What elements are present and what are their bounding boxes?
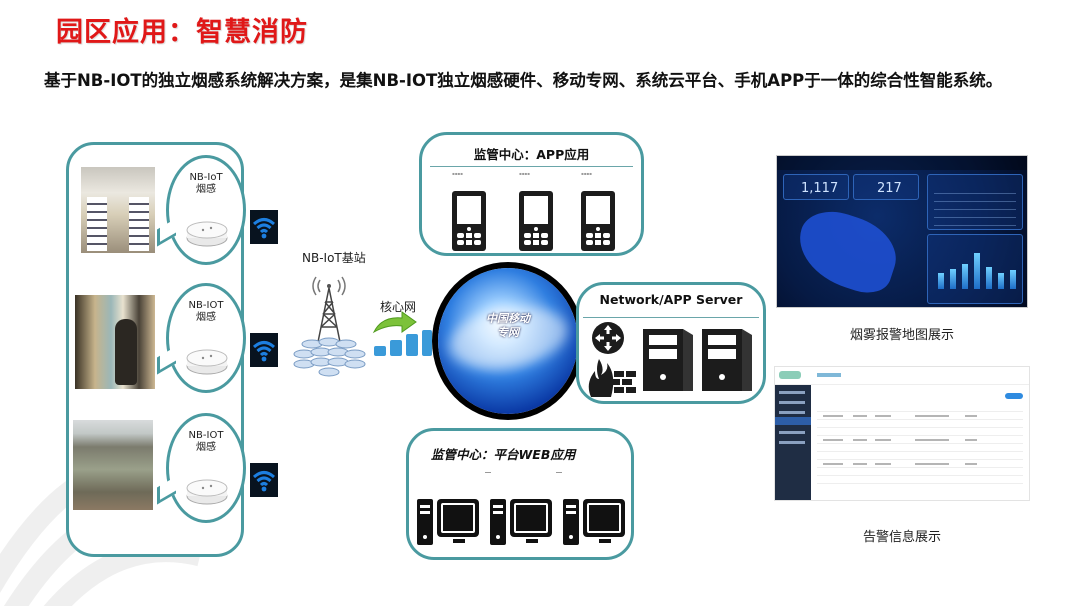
map-caption: 烟雾报警地图展示 bbox=[849, 328, 954, 343]
web-panel-title: 监管中心：平台WEB应用 bbox=[431, 447, 576, 462]
chart-bar bbox=[986, 267, 992, 289]
smoke-detector-icon bbox=[186, 221, 228, 247]
router-icon bbox=[592, 322, 624, 354]
server-panel: Network/APP Server bbox=[576, 282, 766, 404]
phone-caption: ▪▪▪▪ bbox=[519, 171, 530, 176]
firewall-icon bbox=[588, 359, 636, 397]
chart-bar bbox=[974, 253, 980, 289]
sidebar bbox=[775, 385, 811, 500]
bubble-label: NB-IOT bbox=[188, 430, 224, 441]
cell-tower-icon bbox=[293, 276, 366, 377]
server-tower-icon bbox=[702, 329, 752, 391]
stat-card bbox=[853, 174, 919, 200]
wifi-icon bbox=[250, 210, 278, 244]
app-title bbox=[817, 373, 841, 377]
mobile-phone-icon bbox=[519, 191, 553, 251]
chart-bar bbox=[950, 269, 956, 289]
bubble-sublabel: 烟感 bbox=[196, 442, 216, 453]
chart-bar bbox=[998, 273, 1004, 289]
chart-bar bbox=[938, 273, 944, 289]
core-network-label: 核心网 bbox=[380, 300, 417, 314]
server-panel-title: Network/APP Server bbox=[599, 292, 743, 307]
desktop-computer-icon bbox=[417, 499, 479, 545]
intro-text: 基于NB-IOT的独立烟感系统解决方案，是集NB-IOT独立烟感硬件、移动专网、… bbox=[44, 71, 1003, 90]
globe-label: 中国移动 bbox=[486, 312, 530, 325]
desktop-computer-icon bbox=[563, 499, 625, 545]
desktop-computer-icon bbox=[490, 499, 552, 545]
phone-caption: ▪▪▪▪ bbox=[452, 171, 463, 176]
phone-caption: ▪▪▪▪ bbox=[581, 171, 592, 176]
alarm-info-screenshot bbox=[774, 366, 1030, 501]
app-header bbox=[775, 367, 1029, 385]
app-panel-title: 监管中心：APP应用 bbox=[473, 147, 590, 162]
care-home-photo bbox=[75, 295, 155, 389]
wifi-icon bbox=[250, 333, 278, 367]
alarm-list-card bbox=[927, 174, 1023, 230]
bar-chart-card bbox=[927, 234, 1023, 304]
base-station-label: NB-IoT基站 bbox=[302, 251, 366, 265]
chart-bar bbox=[1010, 270, 1016, 289]
dashboard-topbar bbox=[777, 156, 1027, 170]
stat-value: 1,117 bbox=[801, 181, 839, 196]
query-button bbox=[1005, 393, 1023, 399]
bubble-label: NB-IoT bbox=[189, 172, 223, 183]
smoke-alarm-map-screenshot: 1,117 217 bbox=[776, 155, 1028, 308]
bubble-label: NB-IOT bbox=[188, 300, 224, 311]
dash-mark bbox=[556, 472, 562, 473]
smoke-detector-icon bbox=[186, 349, 228, 375]
bubble-sublabel: 烟感 bbox=[196, 312, 216, 323]
divider bbox=[583, 317, 759, 318]
mobile-phone-icon bbox=[581, 191, 615, 251]
server-tower-icon bbox=[643, 329, 693, 391]
chart-bar bbox=[962, 264, 968, 289]
dash-mark bbox=[485, 472, 491, 473]
app-center-panel: 监管中心：APP应用 ▪▪▪▪ ▪▪▪▪ ▪▪▪▪ bbox=[419, 132, 644, 256]
signal-arrow-icon bbox=[372, 311, 432, 356]
page-title: 园区应用：智慧消防 bbox=[56, 17, 308, 48]
globe-icon: 中国移动专网 bbox=[438, 268, 578, 414]
wifi-icon bbox=[250, 463, 278, 497]
logo bbox=[779, 371, 801, 379]
stat-card bbox=[783, 174, 849, 200]
residential-building-photo bbox=[73, 420, 153, 510]
globe-sublabel: 专网 bbox=[497, 326, 519, 339]
smoke-detector-icon bbox=[186, 479, 228, 505]
divider bbox=[430, 166, 633, 167]
web-center-panel: 监管中心：平台WEB应用 bbox=[406, 428, 634, 560]
alarm-caption: 告警信息展示 bbox=[862, 530, 941, 545]
mobile-phone-icon bbox=[452, 191, 486, 251]
stat-value: 217 bbox=[877, 181, 902, 196]
dormitory-photo bbox=[81, 167, 155, 253]
bubble-sublabel: 烟感 bbox=[196, 184, 216, 195]
map-region bbox=[788, 202, 906, 300]
